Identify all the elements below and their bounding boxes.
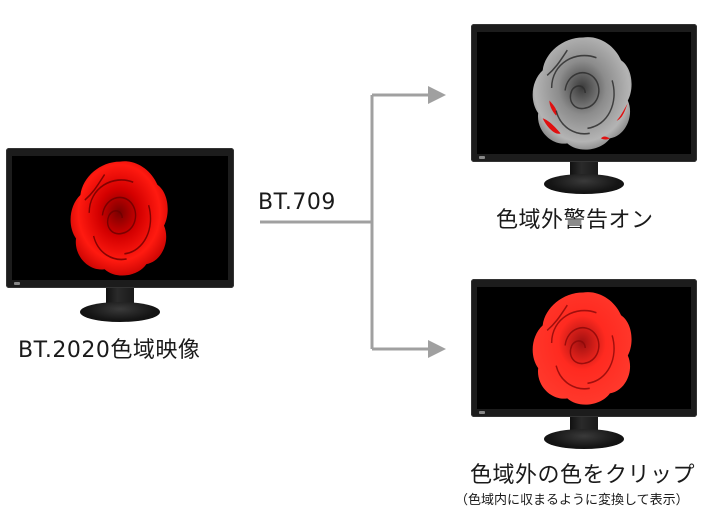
monitor-logo — [479, 156, 485, 159]
top-output-label: 色域外警告オン — [496, 208, 654, 233]
monitor-logo — [14, 282, 20, 285]
monitor-logo — [479, 411, 485, 414]
warning-monitor — [471, 24, 697, 196]
conversion-label: BT.709 — [258, 190, 336, 215]
warning-monitor-screen — [477, 32, 691, 154]
rose-image — [477, 287, 691, 409]
clip-monitor — [471, 279, 697, 451]
source-monitor-screen — [12, 156, 228, 280]
bottom-output-note: （色域内に収まるように変換して表示） — [455, 493, 689, 508]
arrow-head-top — [428, 86, 446, 104]
clip-monitor-screen — [477, 287, 691, 409]
arrow-head-bottom — [428, 340, 446, 358]
source-monitor — [6, 148, 234, 326]
source-monitor-bezel — [6, 148, 234, 288]
bottom-output-label: 色域外の色をクリップ — [470, 463, 696, 488]
rose-image — [12, 156, 228, 280]
source-label: BT.2020色域映像 — [18, 338, 201, 363]
warning-monitor-bezel — [471, 24, 697, 162]
source-monitor-foot — [80, 302, 160, 322]
clip-monitor-bezel — [471, 279, 697, 417]
rose-image — [477, 32, 691, 154]
warning-monitor-foot — [544, 174, 624, 194]
clip-monitor-foot — [544, 429, 624, 449]
